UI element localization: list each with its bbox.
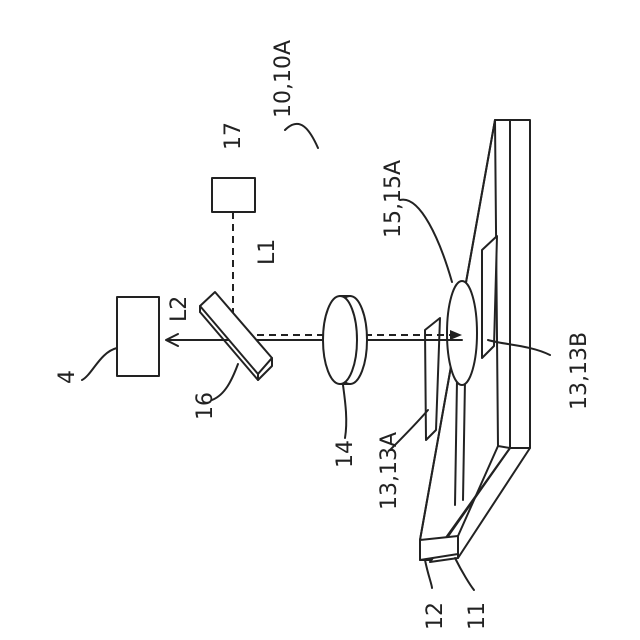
- label-lens: 14: [333, 440, 358, 468]
- leader-system: [285, 124, 318, 148]
- leader-lens: [343, 385, 346, 438]
- label-beam-out: L2: [167, 296, 192, 322]
- label-region: 15,15A: [381, 160, 406, 238]
- label-electrode-a: 13,13A: [377, 432, 402, 510]
- label-system: 10,10A: [271, 40, 296, 118]
- label-layer: 12: [423, 602, 448, 630]
- label-beam-in: L1: [255, 239, 280, 265]
- leader-detector: [82, 348, 117, 380]
- label-splitter: 16: [193, 392, 218, 420]
- electrode-13a: [425, 318, 440, 440]
- leader-substrate: [455, 558, 474, 590]
- label-substrate: 11: [465, 602, 490, 630]
- label-detector: 4: [55, 370, 80, 384]
- detector-4-box: [117, 297, 159, 376]
- label-electrode-b: 13,13B: [567, 332, 592, 410]
- source-17-box: [212, 178, 255, 212]
- leader-layer: [425, 560, 432, 588]
- label-source: 17: [221, 122, 246, 150]
- lens-14: [323, 296, 367, 384]
- leader-region: [400, 200, 452, 282]
